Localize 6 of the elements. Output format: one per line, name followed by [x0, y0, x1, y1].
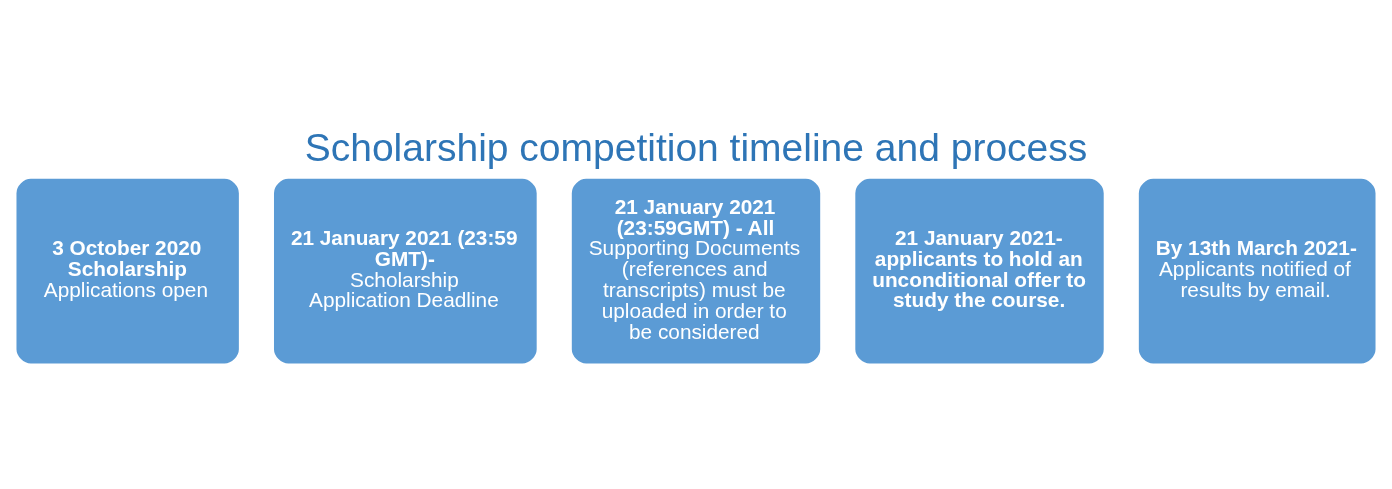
node-box: By 13th March 2021- Applicants notified of results by email.	[1136, 176, 1379, 367]
diagram-title: Scholarship competition timeline and process	[304, 125, 1088, 169]
node-box: 21 January 2021 (23:59 GMT)- Scholarship Application Deadline	[271, 176, 540, 367]
node-box: 21 January 2021 (23:59GMT) - All Supporting Documents (references and transcripts) must be uploaded in order to be considered	[569, 176, 823, 367]
node-box: 21 January 2021- applicants to hold an unconditional offer to study the course.	[852, 176, 1107, 367]
node-box: 3 October 2020 Scholarship Applications open	[13, 176, 242, 367]
